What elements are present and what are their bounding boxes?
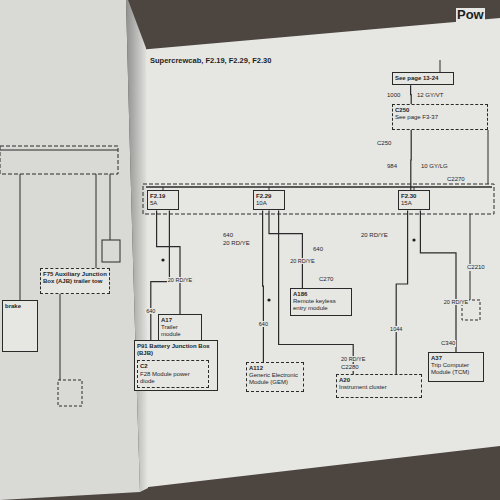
node-heading: F2.19 [150,193,176,200]
wire-connector [410,85,412,104]
left-dashed-band [0,146,118,174]
wire-connector [157,210,180,314]
diagram-title: Supercrewcab, F2.19, F2.29, F2.30 [150,56,271,65]
node-text: 15A [401,200,427,207]
junction-box-outline [143,184,494,214]
wire-label: 20 RD/YE [222,240,251,247]
fuse: F2.2910A [253,190,285,210]
wire-label: 10 GY/LG [420,163,449,170]
node-text: Trailer module [161,324,199,338]
left-wire [96,174,97,268]
wire-code: 640 [145,308,156,314]
wire-connector [420,210,456,352]
node-text: 10A [256,200,282,207]
node-heading: A37 [431,355,481,362]
fuse: F2.195A [147,190,179,210]
node-heading: C250 [395,107,485,114]
node-heading: F2.30 [401,193,427,200]
left-wire [60,294,61,380]
wire-label: 12 GY/VT [416,92,444,99]
diode-module: C2F28 Module power diode [137,360,209,388]
wire-label: C2210 [466,264,486,271]
node-heading: A112 [249,365,301,372]
node-heading: F75 Auxiliary Junction Box (AJB) trailer… [43,271,107,285]
splice-dot [161,258,164,261]
left-module [58,380,82,406]
wire-connector [396,210,407,374]
node-text: See page F3-37 [395,114,485,121]
wire-label: C250 [376,140,392,147]
wire-connector [410,130,412,190]
wire [488,130,489,184]
wire-connector [262,210,264,362]
wire-code: 20 RD/YE [289,258,315,264]
see-page-ref: See page 13-24 [392,72,454,85]
wire-label: C340 [440,340,456,347]
left-wire [20,174,21,300]
left-bus [0,150,118,151]
gutter-shadow [126,0,148,492]
module-box: A17Trailer module [158,314,202,342]
junction-box: F75 Auxiliary Junction Box (AJB) trailer… [40,268,110,294]
wire-label: 20 RD/YE [360,232,389,239]
wire-code: 1044 [389,326,403,332]
module-box: A37Trip Computer Module (TCM) [428,352,484,382]
left-wire [110,174,111,240]
wire [470,214,471,300]
wire-label: 984 [386,163,398,170]
node-text: 5A [150,200,176,207]
wire-connector [279,210,354,374]
page-heading: Pow [456,8,485,23]
wire-label: C2280 [340,364,360,371]
node-text: Trip Computer Module (TCM) [431,362,481,376]
node-text: Instrument cluster [339,384,419,391]
wire-label: 1000 [386,92,401,99]
wire-label: 640 [222,232,234,239]
module-box: A186Remote keyless entry module [290,288,352,316]
left-page [0,0,140,500]
node-heading: See page 13-24 [395,75,451,82]
node-heading: P91 Battery Junction Box (BJB) [137,343,215,357]
wire-connector [269,210,302,288]
node-heading: A17 [161,317,199,324]
brake-box: brake [2,300,38,352]
node-heading: C2 [140,363,206,370]
wire-code: 20 RD/YE [340,356,366,362]
splice-dot [267,298,270,301]
power-bus [146,186,492,187]
left-connector [102,240,120,262]
node-heading: A20 [339,377,419,384]
wire-code: 640 [258,321,269,327]
wire-label: 640 [312,246,324,253]
node-heading: A186 [293,291,349,298]
junction-box: P91 Battery Junction Box (BJB) C2F28 Modu… [134,340,218,391]
node-heading: F2.29 [256,193,282,200]
wire-code: 20 RD/YE [443,299,469,305]
right-page [138,18,500,488]
wire-code: 20 RD/YE [167,277,193,283]
node-heading: brake [5,303,35,310]
wire-label: C2270 [446,176,466,183]
node-text: Remote keyless entry module [293,298,349,312]
connector-box: C250See page F3-37 [392,104,488,130]
node-text: F28 Module power diode [140,371,206,385]
wire-label: C270 [318,276,334,283]
fuse: F2.3015A [398,190,430,210]
module-box: A112Generic Electronic Module (GEM) [246,362,304,392]
node-text: Generic Electronic Module (GEM) [249,372,301,386]
splice-dot [412,238,415,241]
module-box: A20Instrument cluster [336,374,422,398]
